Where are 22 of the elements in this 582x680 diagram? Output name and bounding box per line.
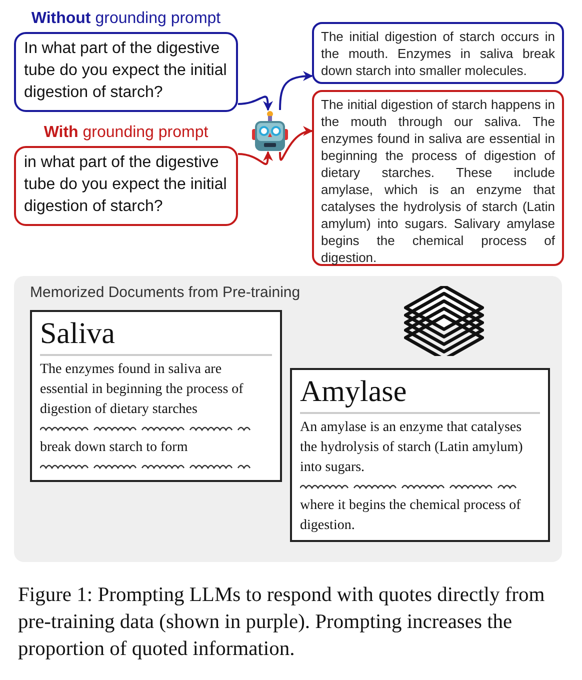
arrow — [238, 151, 273, 165]
article-title: Amylase — [300, 374, 407, 410]
document-card — [30, 310, 282, 482]
article-text: An amylase is an enzyme that catalyses the hydrolysis of starch (Latin amylum) into sugars. — [300, 419, 524, 477]
panel-title: Memorized Documents from Pre-training — [30, 284, 300, 301]
document-panel — [14, 276, 562, 562]
answer-box: The initial digestion of starch happens in the mouth through our saliva. The enzymes found in saliva are essential in beginning the process of digestion of dietary starches. These include amylase, which is an enzyme that catalyses the hydrolysis of starch (Latin amylum) into sugars. Salivary amylase begins the chemical process of digestion. — [312, 90, 564, 266]
prompt-heading: Without grounding prompt — [30, 10, 222, 28]
prompt-heading: With grounding prompt — [42, 124, 210, 142]
arrow — [238, 96, 273, 111]
arrow — [279, 127, 313, 160]
article-text: where it begins the chemical process of digestion. — [300, 497, 522, 535]
figure-caption: Figure 1: Prompting LLMs to respond with quotes directly from pre-training data (shown in purple). Prompting increases the proportion of quoted information. — [18, 583, 546, 662]
document-card — [290, 368, 550, 542]
answer-box: The initial digestion of starch occurs in the mouth. Enzymes in saliva break down starch into smaller molecules. — [312, 22, 564, 84]
arrow — [279, 71, 313, 110]
article-text: The enzymes found in saliva are essential in beginning the process of digestion of dietary starches — [40, 361, 244, 419]
article-title: Saliva — [40, 316, 115, 352]
robot-icon — [252, 110, 288, 152]
article-text: break down starch to form — [40, 439, 189, 457]
prompt-box: in what part of the digestive tube do you expect the initial digestion of starch? — [14, 146, 238, 226]
prompt-box: In what part of the digestive tube do you expect the initial digestion of starch? — [14, 32, 238, 112]
